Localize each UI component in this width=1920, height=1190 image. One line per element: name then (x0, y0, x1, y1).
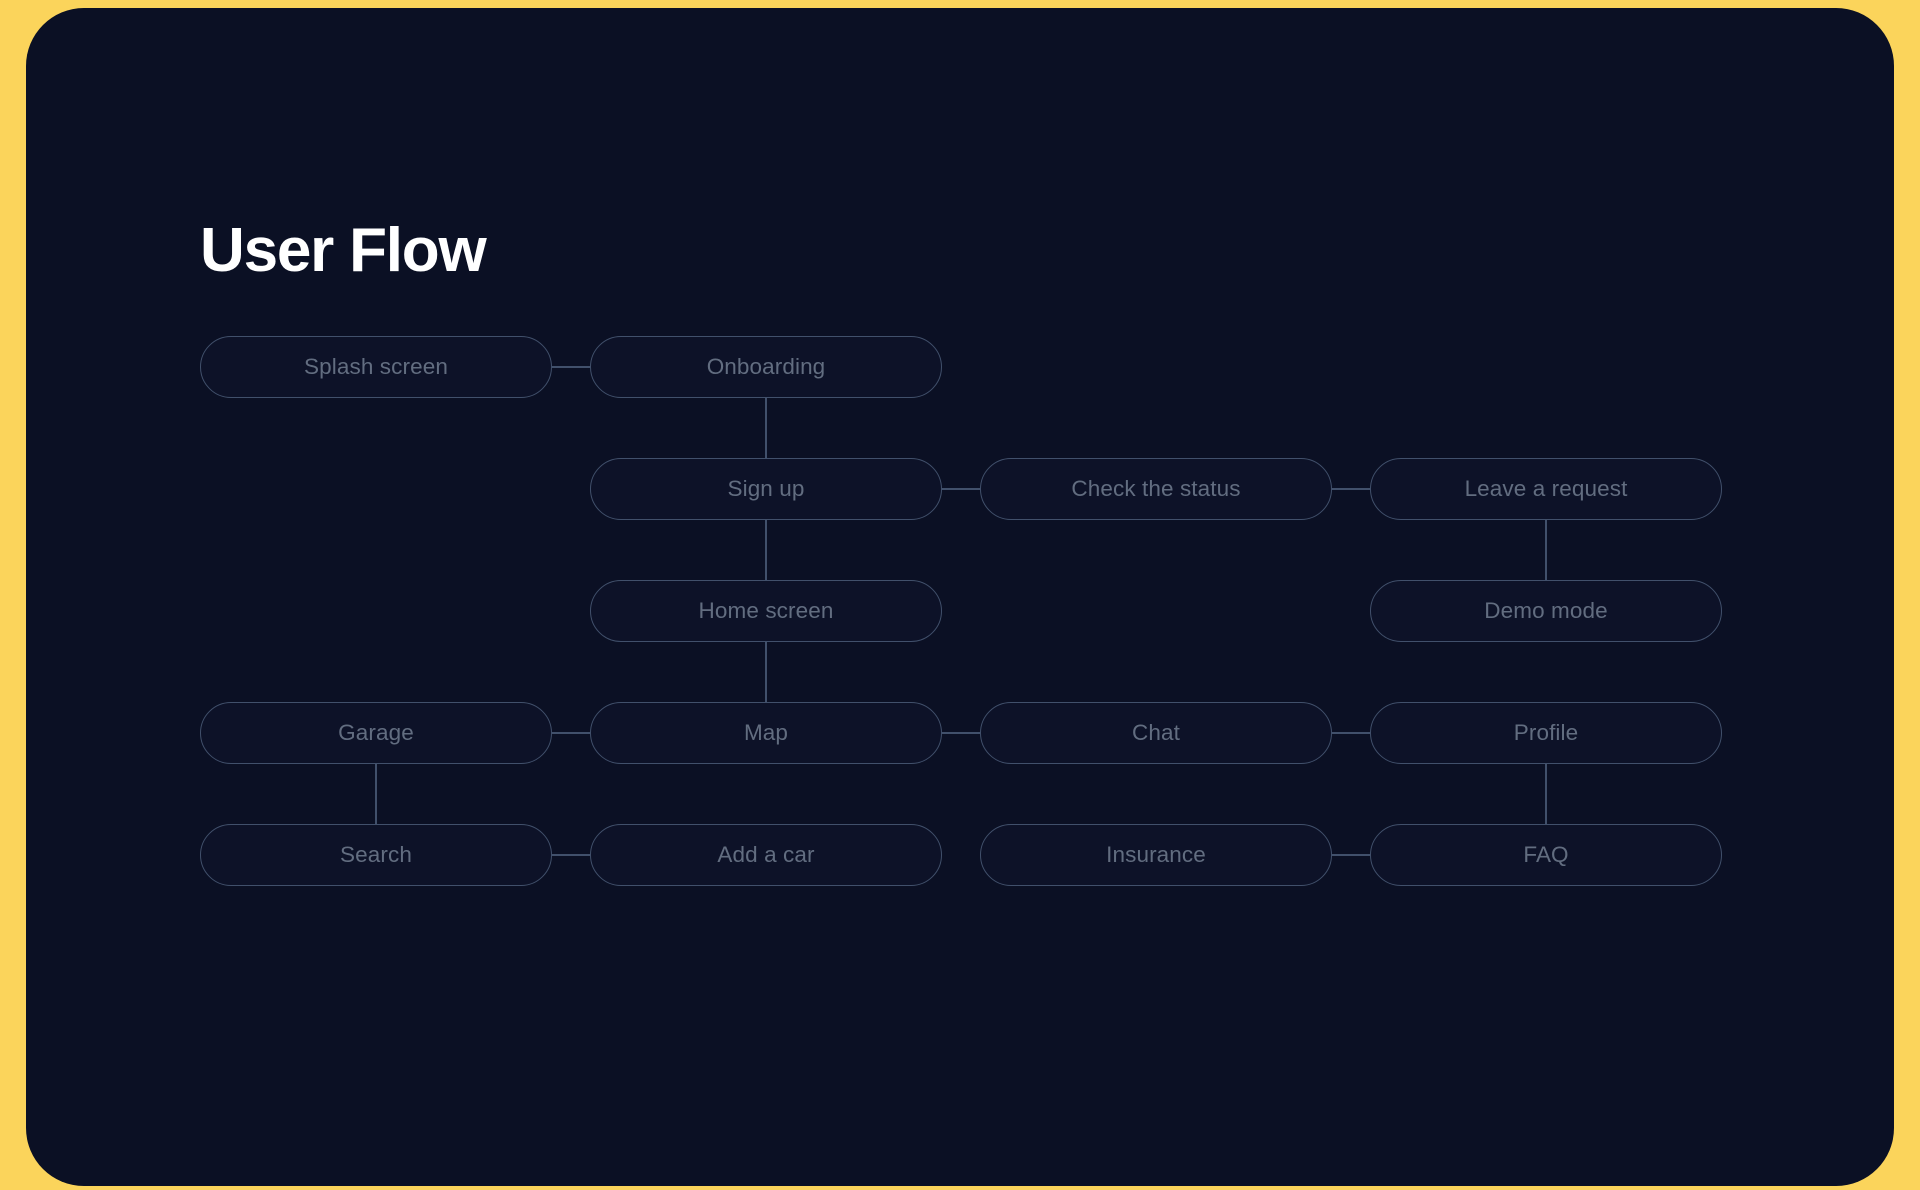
flow-node-label: Insurance (1106, 841, 1206, 867)
flow-node-chat[interactable]: Chat (980, 702, 1332, 764)
page-title: User Flow (200, 216, 487, 285)
flow-node-label: Check the status (1071, 475, 1241, 501)
flow-node-request[interactable]: Leave a request (1370, 458, 1722, 520)
flow-node-signup[interactable]: Sign up (590, 458, 942, 520)
flow-node-label: Map (743, 719, 789, 745)
flow-node-label: Demo mode (1484, 597, 1608, 623)
flow-node-faq[interactable]: FAQ (1370, 824, 1722, 886)
flow-node-label: Splash screen (304, 353, 448, 379)
flow-node-label: FAQ (1523, 841, 1569, 867)
flow-node-label: Leave a request (1464, 475, 1628, 501)
flow-node-profile[interactable]: Profile (1370, 702, 1722, 764)
flow-node-garage[interactable]: Garage (200, 702, 552, 764)
flow-node-insurance[interactable]: Insurance (980, 824, 1332, 886)
flow-node-label: Chat (1132, 719, 1180, 745)
flow-node-map[interactable]: Map (590, 702, 942, 764)
flow-node-label: Onboarding (706, 353, 826, 379)
flow-node-splash[interactable]: Splash screen (200, 336, 552, 398)
flow-node-addcar[interactable]: Add a car (590, 824, 942, 886)
flow-node-home[interactable]: Home screen (590, 580, 942, 642)
flow-node-label: Garage (338, 719, 414, 745)
flow-node-label: Sign up (727, 475, 805, 501)
flow-node-label: Profile (1513, 719, 1579, 745)
flow-node-label: Add a car (717, 841, 815, 867)
flow-node-onboarding[interactable]: Onboarding (590, 336, 942, 398)
flow-node-status[interactable]: Check the status (980, 458, 1332, 520)
flow-node-demo[interactable]: Demo mode (1370, 580, 1722, 642)
flow-node-label: Home screen (698, 597, 834, 623)
flow-node-search[interactable]: Search (200, 824, 552, 886)
flow-node-label: Search (340, 841, 412, 867)
